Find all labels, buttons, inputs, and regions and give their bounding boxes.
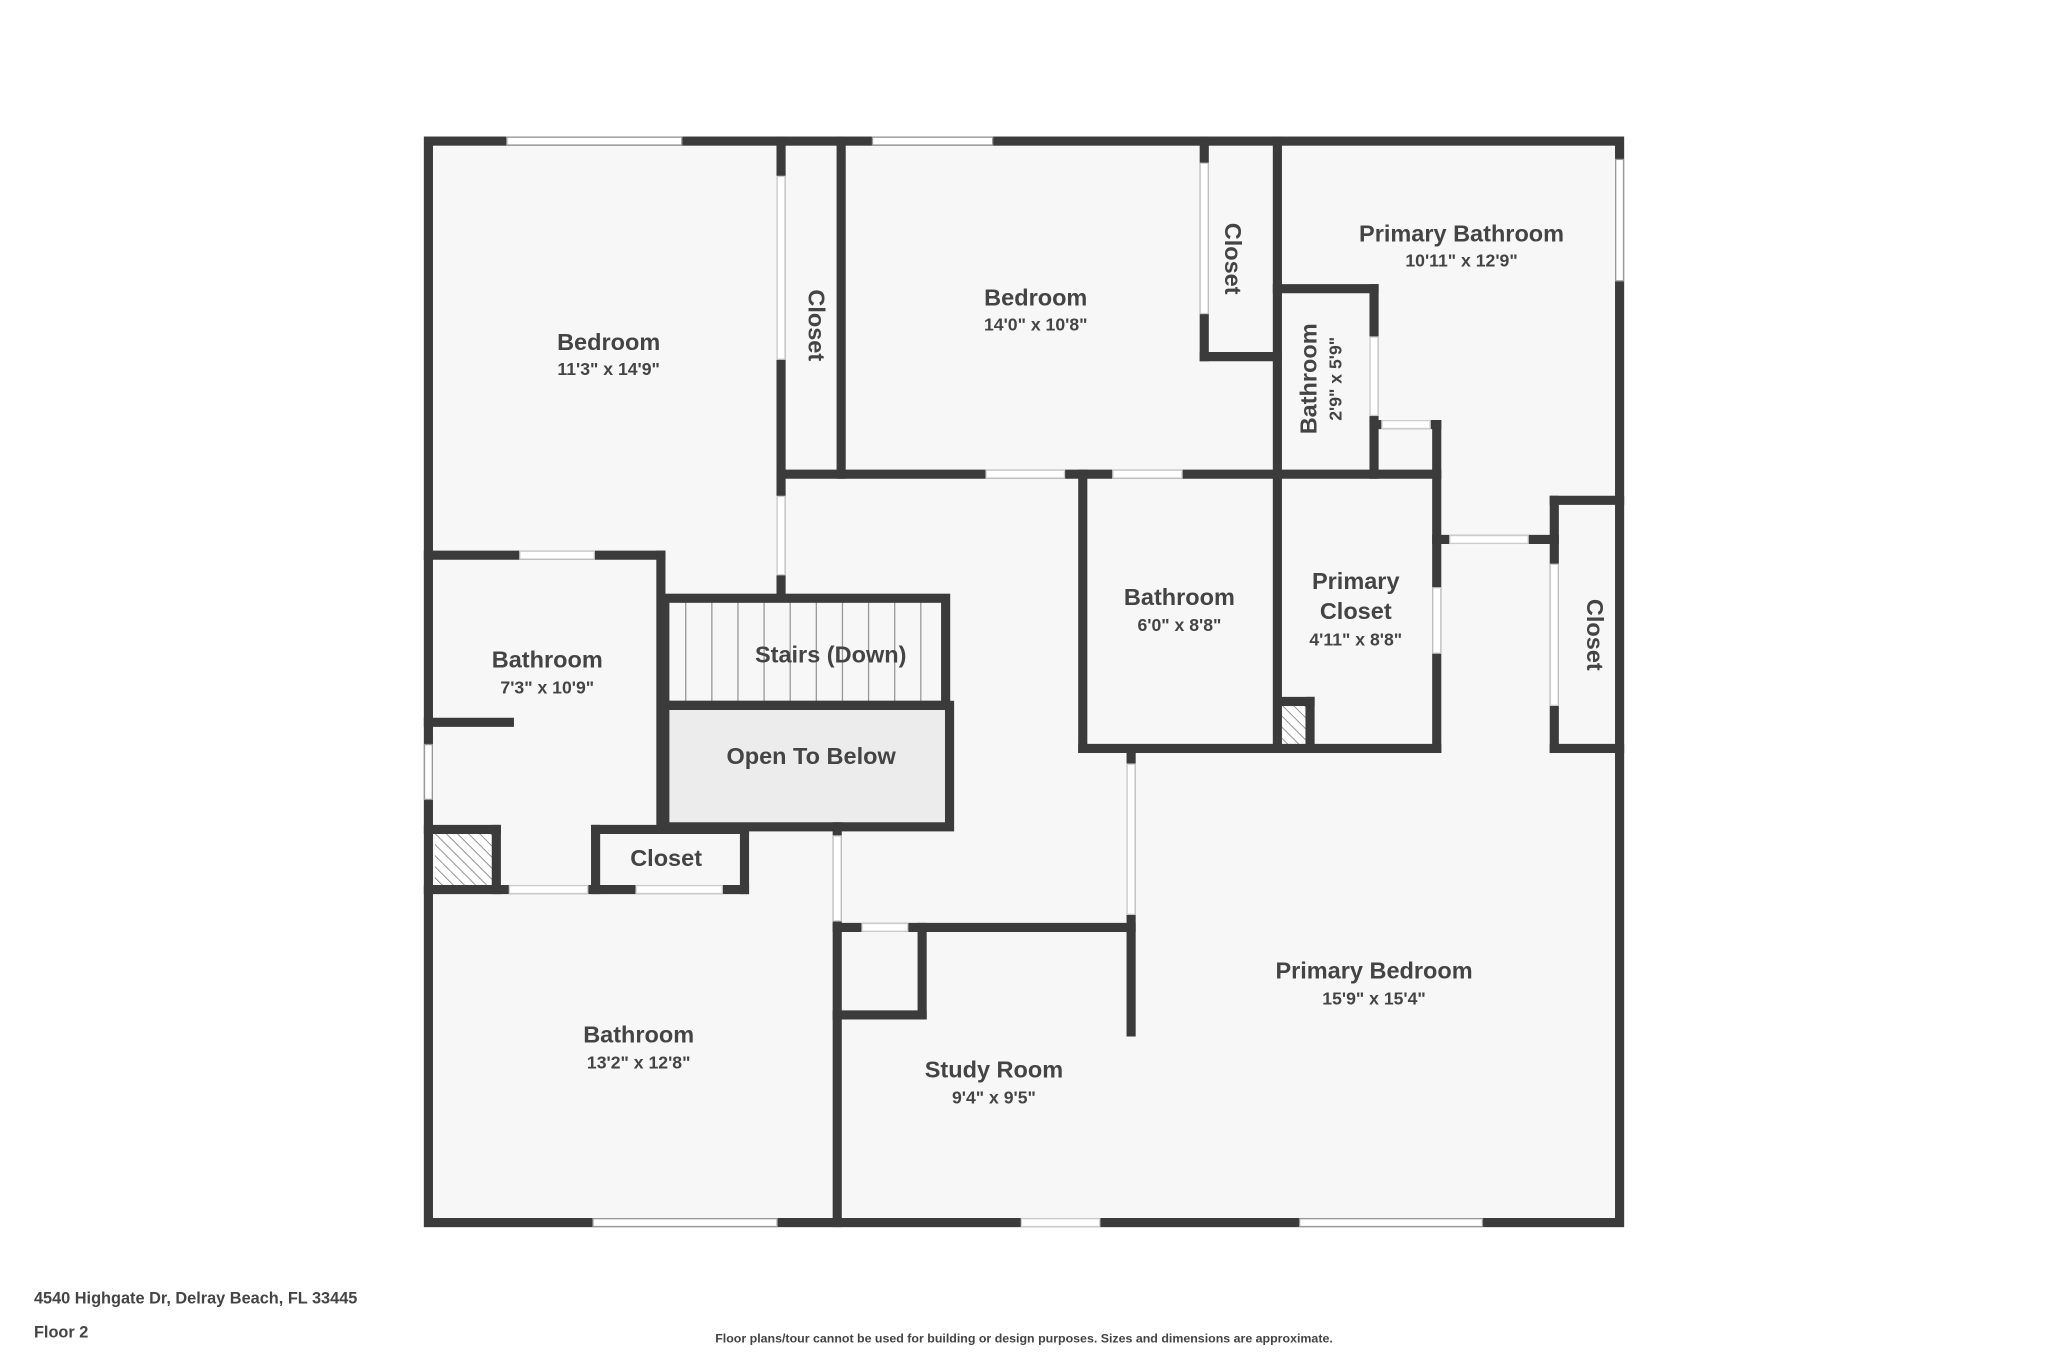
stairs	[685, 600, 922, 703]
room-dims: 2'9" x 5'9"	[1325, 337, 1345, 421]
room-dims: 9'4" x 9'5"	[952, 1088, 1036, 1108]
room-dims: 7'3" x 10'9"	[500, 678, 594, 698]
room-name: Open To Below	[726, 743, 896, 769]
room-name: Primary Bathroom	[1359, 221, 1564, 247]
room-dims: 6'0" x 8'8"	[1137, 615, 1221, 635]
room-name: Primary	[1312, 568, 1400, 594]
room-name: Closet	[803, 289, 829, 361]
room-name: Closet	[630, 845, 702, 871]
room-dims: 11'3" x 14'9"	[557, 359, 660, 379]
door-openings	[508, 162, 1559, 1228]
room-name: Bedroom	[557, 329, 660, 355]
disclaimer: Floor plans/tour cannot be used for buil…	[715, 1332, 1333, 1346]
windows	[423, 136, 1625, 1228]
room-name: Study Room	[925, 1057, 1063, 1083]
room-name: Closet	[1320, 598, 1392, 624]
room-name: Closet	[1220, 223, 1246, 295]
room-name: Bathroom	[1296, 323, 1322, 434]
room-dims: 15'9" x 15'4"	[1322, 988, 1426, 1008]
address: 4540 Highgate Dr, Delray Beach, FL 33445	[34, 1290, 357, 1308]
open-to-below-area	[664, 705, 950, 827]
floor-label: Floor 2	[34, 1324, 88, 1342]
room-name: Bathroom	[1124, 584, 1235, 610]
room-name: Bedroom	[984, 285, 1087, 311]
room-name: Closet	[1582, 599, 1608, 671]
room-name: Bathroom	[492, 646, 603, 672]
floor-area	[428, 141, 1620, 1223]
room-dims: 13'2" x 12'8"	[587, 1052, 691, 1072]
room-name: Bathroom	[583, 1021, 694, 1047]
hatched-shaft	[1281, 705, 1308, 745]
room-name: Stairs (Down)	[755, 641, 906, 667]
room-dims: 10'11" x 12'9"	[1405, 251, 1517, 271]
hatched-shaft	[434, 833, 493, 886]
room-dims: 4'11" x 8'8"	[1309, 629, 1402, 649]
room-dims: 14'0" x 10'8"	[984, 315, 1088, 335]
room-name: Primary Bedroom	[1275, 957, 1472, 983]
room-labels: Bedroom 11'3" x 14'9" Closet Bedroom 14'…	[492, 221, 1608, 1108]
